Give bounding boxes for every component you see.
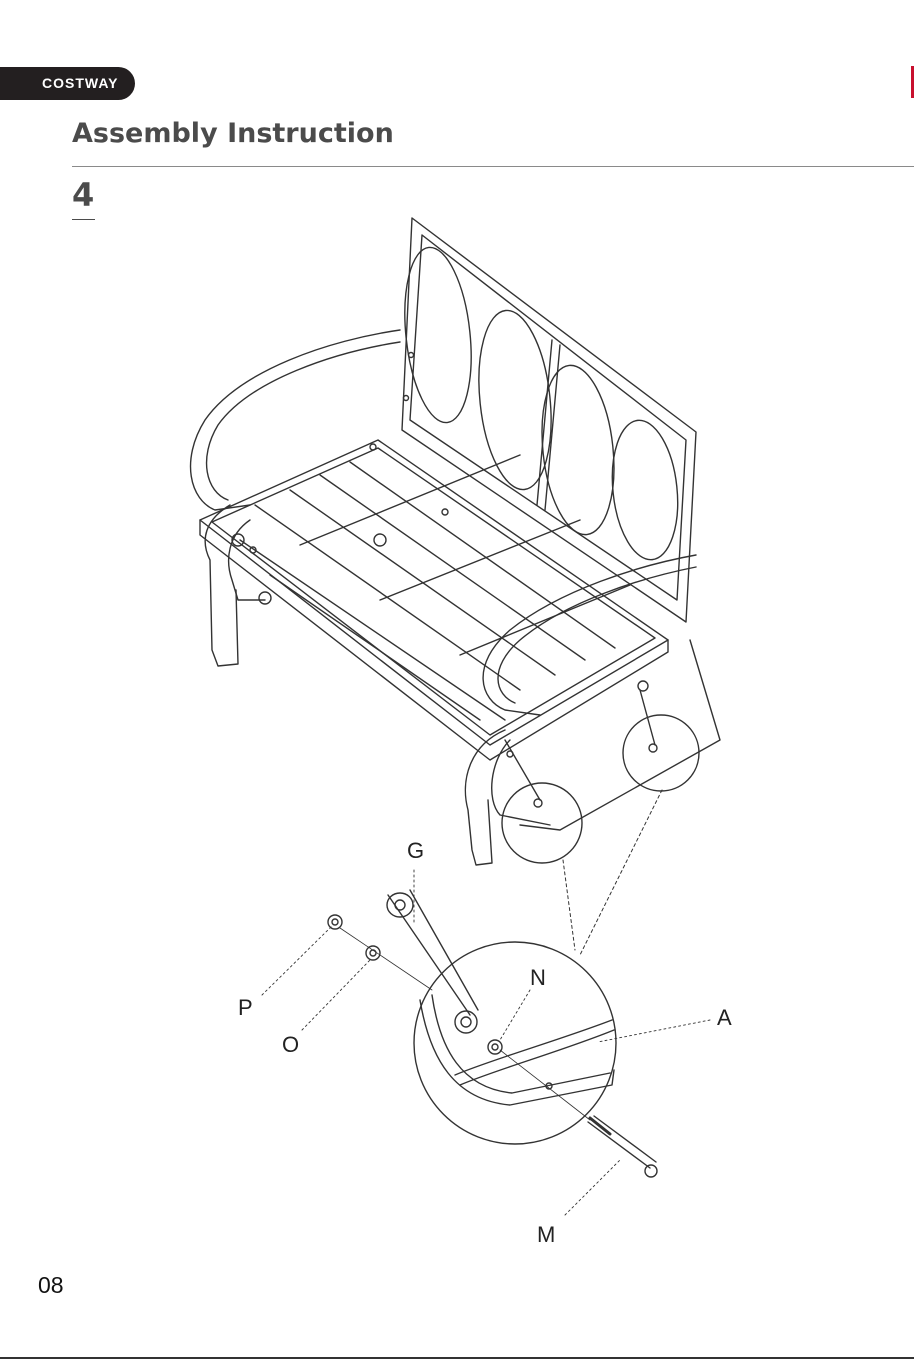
part-label-o: O	[282, 1032, 299, 1057]
seat-frame	[200, 440, 668, 760]
callout-circle-rear	[623, 715, 699, 791]
page-title: Assembly Instruction	[72, 118, 394, 149]
title-divider	[72, 166, 914, 167]
left-armrest	[191, 330, 400, 666]
part-label-a: A	[717, 1005, 732, 1030]
right-armrest	[465, 555, 720, 865]
page-number: 08	[38, 1272, 64, 1299]
detail-parts	[328, 890, 657, 1177]
backrest	[397, 218, 696, 622]
part-label-n: N	[530, 965, 546, 990]
assembly-diagram: G N A P O M	[0, 200, 914, 1260]
part-label-g: G	[407, 838, 424, 863]
part-label-m: M	[537, 1222, 555, 1247]
footer-rule	[0, 1357, 914, 1359]
part-label-p: P	[238, 995, 253, 1020]
brand-logo: COSTWAY	[0, 67, 135, 100]
